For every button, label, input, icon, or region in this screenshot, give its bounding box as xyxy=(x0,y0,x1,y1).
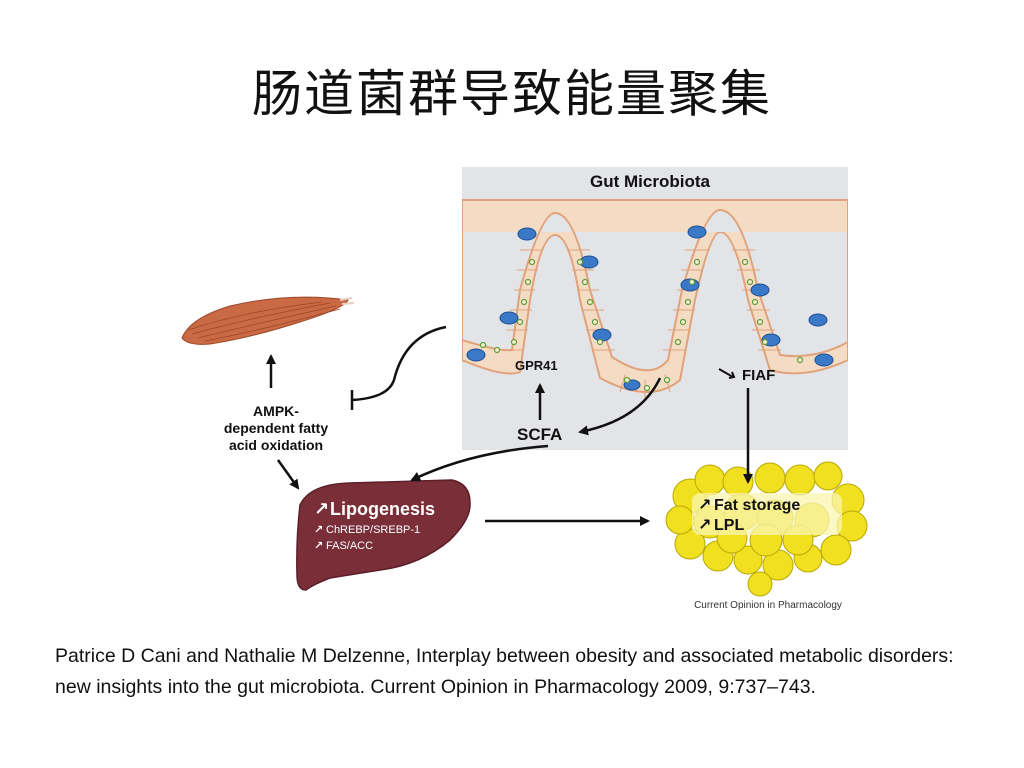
goblet-cells xyxy=(466,225,834,391)
scfa-label: SCFA xyxy=(517,425,562,444)
gut-microbiota-label: Gut Microbiota xyxy=(590,172,710,191)
ampk-line-1: AMPK- xyxy=(253,403,299,419)
ampk-line-3: acid oxidation xyxy=(229,437,323,453)
journal-credit: Current Opinion in Pharmacology xyxy=(694,600,842,611)
liver-item-1-arrow-icon: ↗ xyxy=(314,524,323,536)
liver-illustration: ↗ Lipogenesis ↗ ChREBP/SREBP-1 ↗ FAS/ACC xyxy=(296,479,471,591)
microbiota-to-scfa-arrow xyxy=(578,377,662,436)
ampk-oxidation-label: AMPK- dependent fatty acid oxidation xyxy=(224,403,328,453)
liver-item-1: ChREBP/SREBP-1 xyxy=(326,524,420,536)
intestinal-villi xyxy=(462,199,848,398)
fat-item-1-arrow-icon: ↗ xyxy=(698,497,711,514)
muscle-illustration xyxy=(181,296,355,345)
gut-microbiota-figure: Gut Microbiota GPR41 SCFA FIAF AMPK- dep… xyxy=(181,167,868,611)
inhibition-line xyxy=(351,325,447,402)
fat-storage-label: Fat storage xyxy=(714,497,800,514)
lpl-label: LPL xyxy=(714,517,744,534)
pathway-arrows xyxy=(266,325,753,526)
lipogenesis-label: Lipogenesis xyxy=(330,499,435,519)
adipose-tissue-illustration: ↗ Fat storage ↗ LPL xyxy=(665,461,868,597)
fiaf-down-icon xyxy=(718,368,734,378)
fiaf-label: FIAF xyxy=(742,367,775,384)
cell-nuclei xyxy=(479,258,804,392)
gpr41-label: GPR41 xyxy=(515,358,558,373)
slide-title: 肠道菌群导致能量聚集 xyxy=(252,65,772,123)
liver-item-2: FAS/ACC xyxy=(326,540,373,552)
ampk-to-liver-arrow xyxy=(276,459,300,490)
fiaf-arrow-tip xyxy=(728,371,736,379)
ampk-line-2: dependent fatty xyxy=(224,420,328,436)
fat-item-2-arrow-icon: ↗ xyxy=(698,517,711,534)
gut-panel: Gut Microbiota GPR41 SCFA FIAF xyxy=(462,167,848,450)
citation-caption: Patrice D Cani and Nathalie M Delzenne, … xyxy=(55,645,954,698)
liver-title-arrow-icon: ↗ xyxy=(314,499,329,519)
scfa-to-liver-arrow xyxy=(410,444,549,482)
liver-item-2-arrow-icon: ↗ xyxy=(314,540,323,552)
